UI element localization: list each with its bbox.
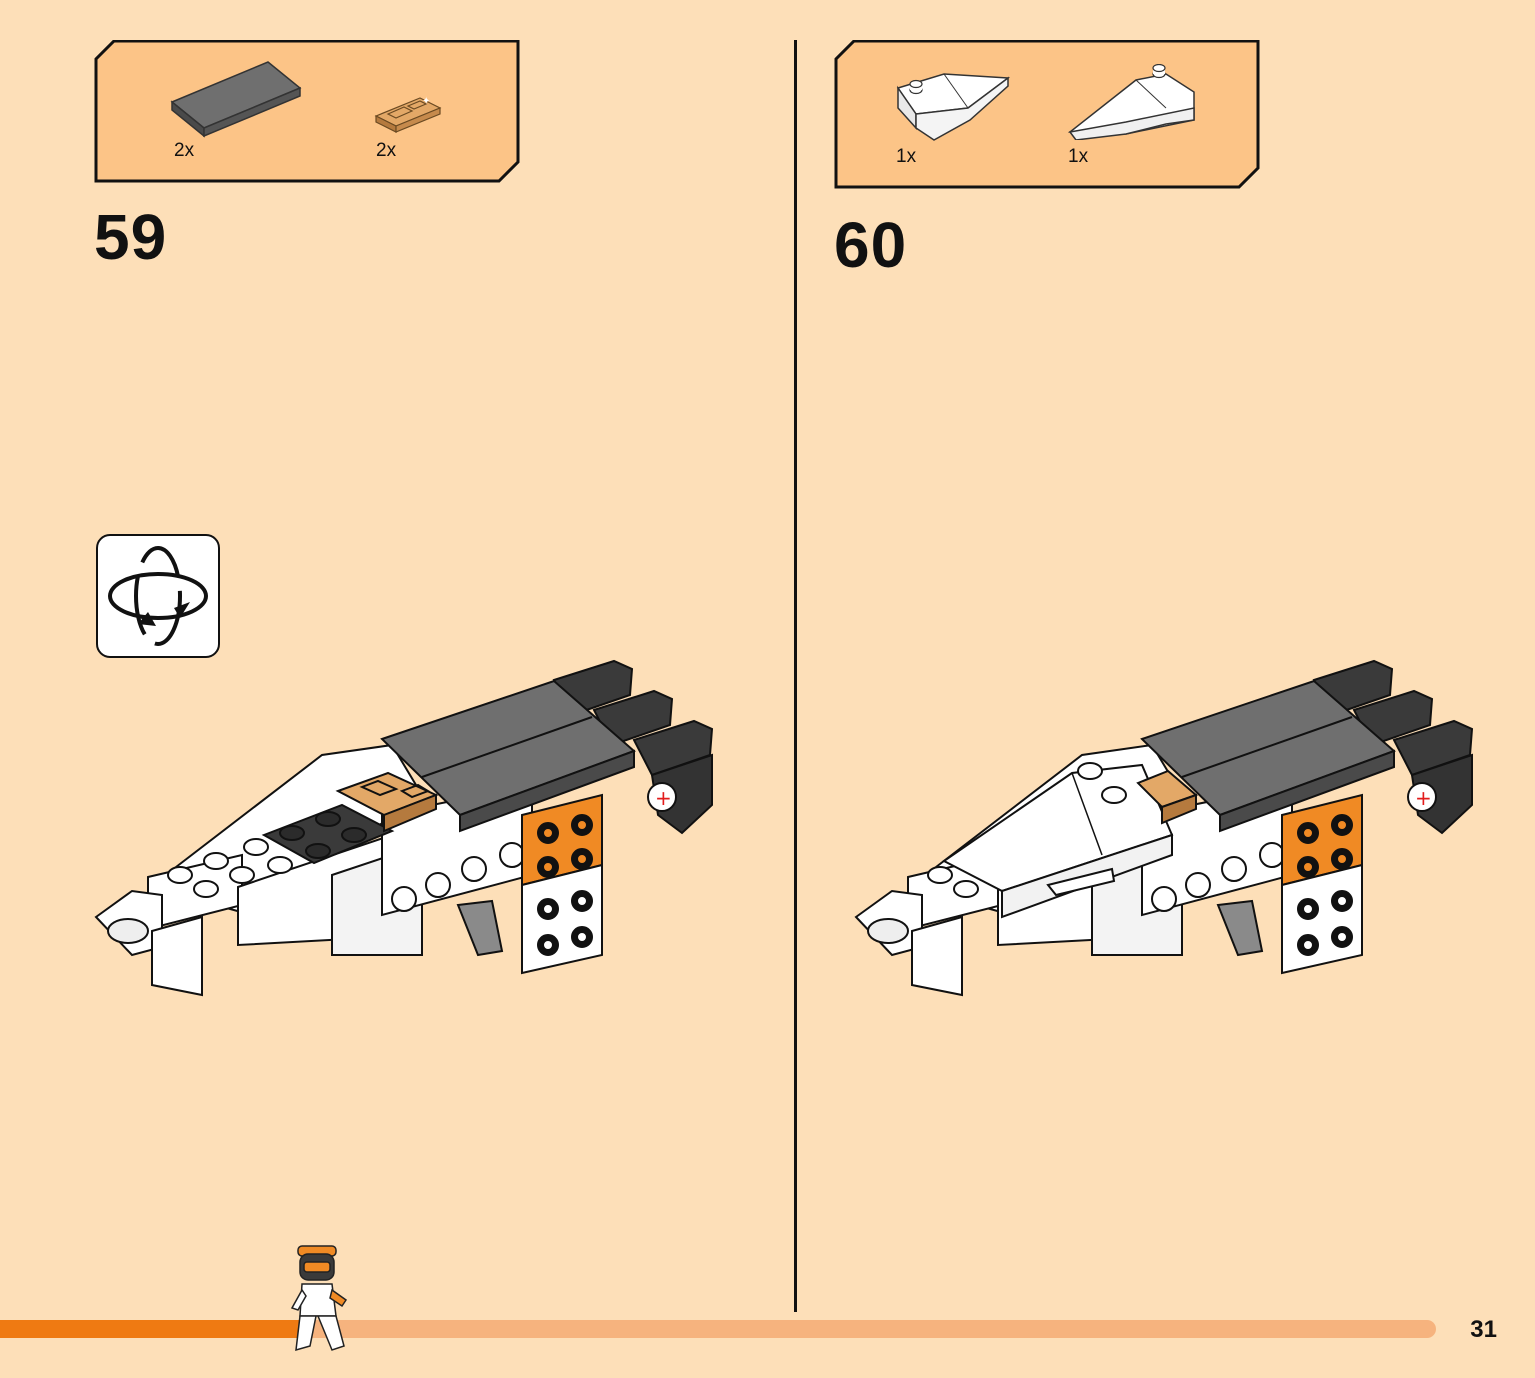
svg-text:✦: ✦ bbox=[422, 96, 430, 107]
dark-gray-tile-2x4-icon bbox=[170, 61, 302, 138]
part-quantity: 1x bbox=[896, 146, 917, 167]
step-59-parts-list: 2x ✦ 2x bbox=[94, 40, 522, 184]
step-number: 59 bbox=[94, 201, 168, 273]
part-quantity: 2x bbox=[174, 140, 195, 161]
white-wedge-left-icon bbox=[896, 73, 1011, 141]
ninja-minifigure-icon bbox=[290, 1245, 348, 1352]
step-60-model-illustration: + bbox=[854, 659, 1474, 997]
rotate-model-icon bbox=[108, 546, 208, 646]
step-number: 60 bbox=[834, 209, 908, 281]
part-quantity: 1x bbox=[1068, 146, 1089, 167]
step-59-model-illustration: + bbox=[94, 659, 714, 997]
svg-text:+: + bbox=[655, 786, 672, 810]
page-number: 31 bbox=[1470, 1316, 1497, 1343]
white-wedge-right-icon bbox=[1067, 64, 1195, 140]
svg-text:+: + bbox=[1415, 786, 1432, 810]
gold-tile-1x2-icon: ✦ bbox=[374, 96, 442, 133]
part-quantity: 2x bbox=[376, 140, 397, 161]
rotate-model-hint bbox=[96, 534, 220, 658]
page-divider bbox=[794, 40, 797, 1312]
progress-track bbox=[0, 1320, 1436, 1338]
progress-fill bbox=[0, 1320, 302, 1338]
step-60-parts-list: 1x 1x bbox=[834, 40, 1262, 190]
